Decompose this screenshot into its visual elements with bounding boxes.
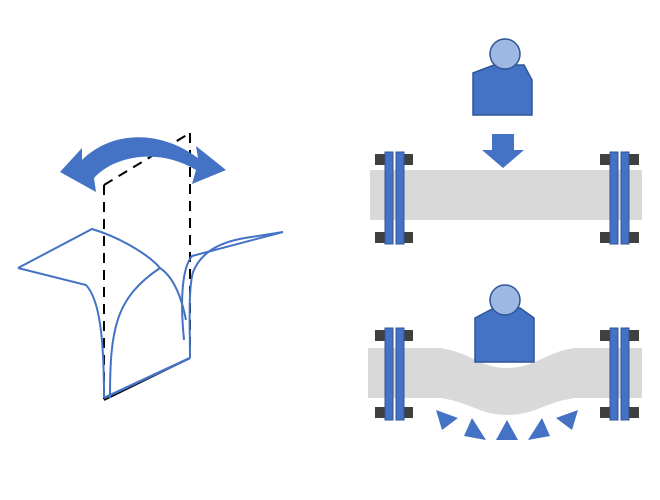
support-triangle-icon [528, 418, 550, 440]
left-flange-top [375, 151, 413, 245]
right-flange-top [600, 151, 639, 245]
down-arrow-icon [482, 134, 524, 168]
right-wing-bottom [181, 231, 284, 341]
bent-pipe [368, 348, 642, 415]
inner-fold-left [109, 267, 161, 399]
support-triangles [436, 410, 578, 440]
person-head [489, 38, 521, 70]
pipe-bending-figure [368, 284, 642, 440]
folded-surface-outline [17, 227, 284, 400]
right-wing-top [188, 231, 284, 359]
support-triangle-icon [464, 418, 486, 440]
right-flange-bottom [600, 327, 639, 421]
surface-bottom-edge [103, 356, 191, 400]
support-triangle-icon [496, 420, 518, 440]
folding-surface-figure [17, 132, 284, 401]
rotation-arrow-icon [60, 137, 226, 192]
person-body [472, 64, 533, 116]
left-wing-top [17, 227, 161, 269]
person-icon-bottom [474, 284, 535, 363]
left-wing-bottom [17, 267, 105, 399]
person-head [489, 284, 521, 316]
person-icon [472, 38, 533, 116]
left-flange-bottom [375, 327, 413, 421]
support-triangle-icon [556, 410, 578, 430]
person-body [474, 307, 535, 363]
support-triangle-icon [436, 410, 458, 430]
dashed-plane [103, 132, 191, 400]
pipe-straight-figure [370, 38, 642, 245]
straight-pipe [370, 170, 642, 220]
inner-fold-mid [159, 267, 187, 321]
